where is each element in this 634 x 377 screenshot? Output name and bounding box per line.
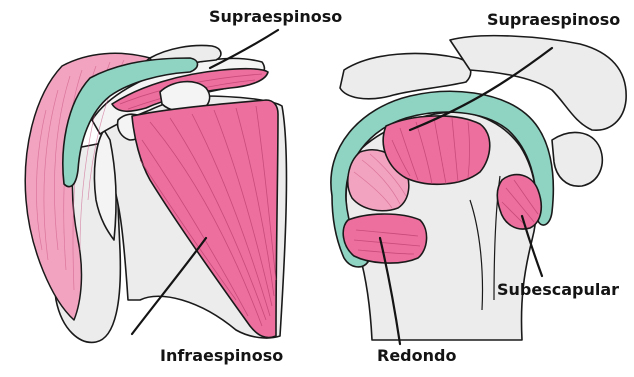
- left-supraespinoso-label: Supraespinoso: [209, 9, 342, 25]
- infraespinoso-label: Infraespinoso: [160, 348, 283, 364]
- right-coracoid: [552, 132, 602, 186]
- redondo-label: Redondo: [377, 348, 456, 364]
- left-shoulder-view: [25, 30, 286, 342]
- subescapular-label: Subescapular: [497, 282, 619, 298]
- right-supraespinoso-label: Supraespinoso: [487, 12, 620, 28]
- right-supraespinoso-muscle: [383, 116, 490, 184]
